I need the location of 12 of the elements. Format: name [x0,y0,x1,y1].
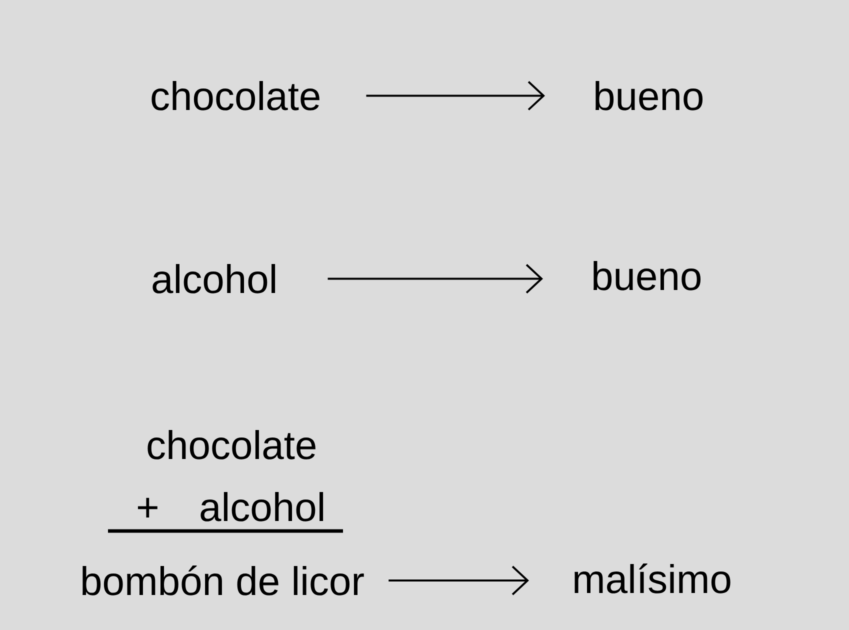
result-label: malísimo [574,564,730,594]
term-label: bombón de licor [82,566,364,596]
arrow [388,566,529,596]
plus-sign: + [138,498,158,518]
sum-term: chocolate [148,430,316,460]
term-label: chocolate [152,81,320,110]
term-label: alcohol [152,264,276,294]
arrow [328,264,543,294]
result-label: bueno [594,261,701,290]
arrow [366,80,545,110]
result-label: bueno [596,81,703,110]
sum-term: alcohol [200,492,324,522]
